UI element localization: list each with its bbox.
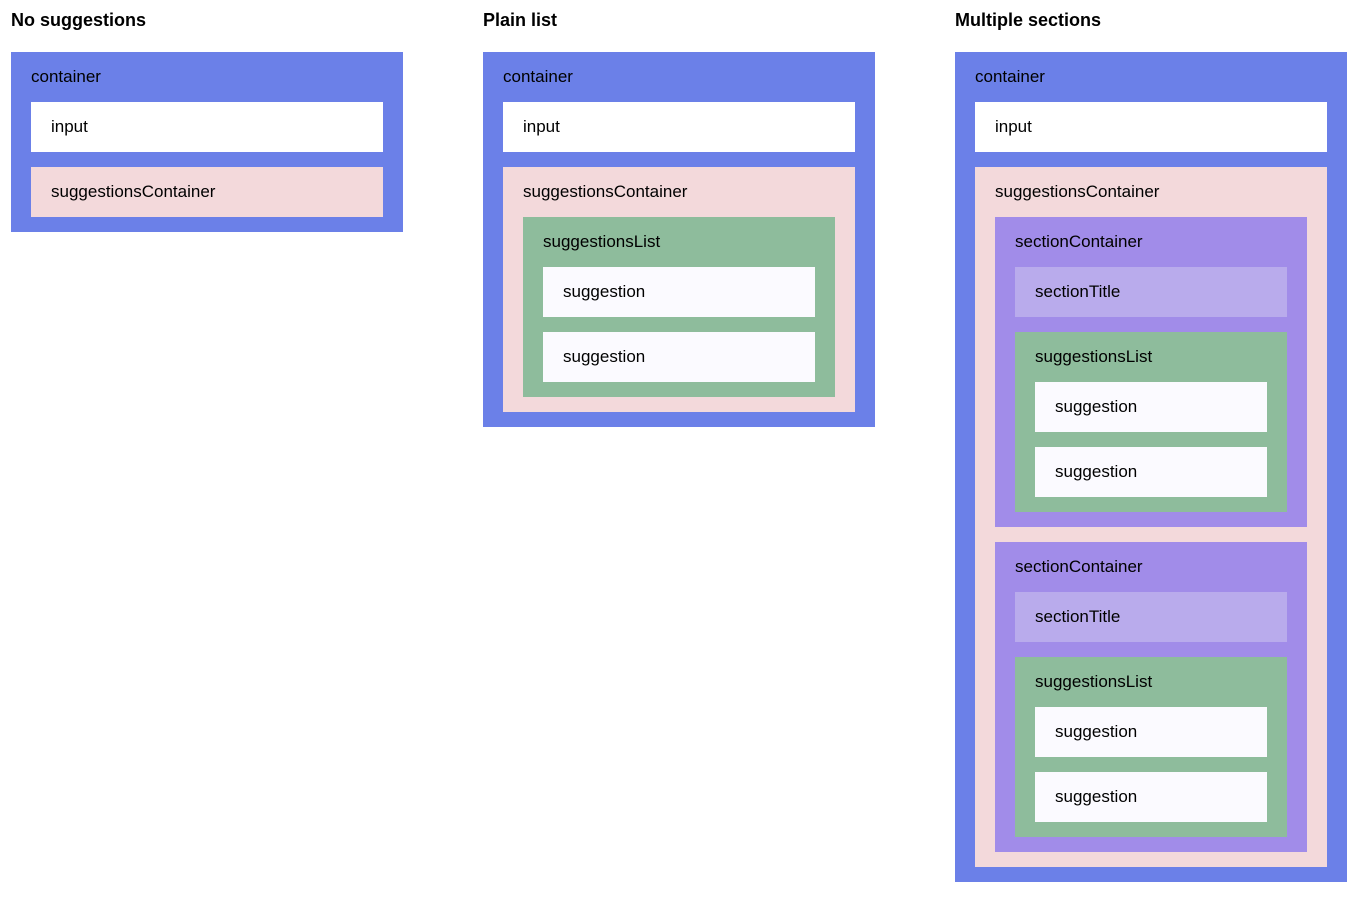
section-title-label: sectionTitle	[1035, 607, 1121, 626]
suggestions-list-label: suggestionsList	[543, 232, 661, 251]
input-box: input	[503, 102, 855, 152]
container-box: container input suggestionsContainer sug…	[483, 52, 875, 427]
suggestions-list-label: suggestionsList	[1035, 672, 1153, 691]
column-no-suggestions: No suggestions container input suggestio…	[11, 10, 403, 232]
suggestion-label: suggestion	[563, 347, 646, 366]
suggestions-container-box: suggestionsContainer sectionContainer se…	[975, 167, 1327, 867]
suggestions-container-label: suggestionsContainer	[51, 182, 216, 201]
suggestion-box: suggestion	[543, 332, 815, 382]
input-label: input	[51, 117, 88, 136]
suggestion-box: suggestion	[1035, 447, 1267, 497]
input-box: input	[31, 102, 383, 152]
column-multiple-sections: Multiple sections container input sugges…	[955, 10, 1347, 882]
suggestions-container-label: suggestionsContainer	[995, 182, 1160, 201]
input-box: input	[975, 102, 1327, 152]
container-label: container	[31, 67, 101, 86]
suggestions-list-box: suggestionsList suggestion suggestion	[523, 217, 835, 397]
container-label: container	[503, 67, 573, 86]
section-container-label: sectionContainer	[1015, 557, 1143, 576]
suggestion-box: suggestion	[1035, 382, 1267, 432]
suggestion-label: suggestion	[563, 282, 646, 301]
suggestions-list-box: suggestionsList suggestion suggestion	[1015, 657, 1287, 837]
input-label: input	[523, 117, 560, 136]
container-label: container	[975, 67, 1045, 86]
suggestions-list-label: suggestionsList	[1035, 347, 1153, 366]
suggestions-list-box: suggestionsList suggestion suggestion	[1015, 332, 1287, 512]
suggestion-label: suggestion	[1055, 787, 1138, 806]
section-title-box: sectionTitle	[1015, 592, 1287, 642]
suggestion-box: suggestion	[1035, 772, 1267, 822]
column-heading: Multiple sections	[955, 10, 1102, 30]
suggestion-label: suggestion	[1055, 397, 1138, 416]
column-heading: Plain list	[483, 10, 558, 30]
suggestions-container-box: suggestionsContainer	[31, 167, 383, 217]
section-container-label: sectionContainer	[1015, 232, 1143, 251]
suggestion-box: suggestion	[1035, 707, 1267, 757]
container-box: container input suggestionsContainer	[11, 52, 403, 232]
suggestion-label: suggestion	[1055, 722, 1138, 741]
suggestion-label: suggestion	[1055, 462, 1138, 481]
column-heading: No suggestions	[11, 10, 147, 30]
column-plain-list: Plain list container input suggestionsCo…	[483, 10, 875, 427]
section-title-box: sectionTitle	[1015, 267, 1287, 317]
suggestion-box: suggestion	[543, 267, 815, 317]
suggestions-container-box: suggestionsContainer suggestionsList sug…	[503, 167, 855, 412]
input-label: input	[995, 117, 1032, 136]
section-container-box: sectionContainer sectionTitle suggestion…	[995, 542, 1307, 852]
suggestions-container-label: suggestionsContainer	[523, 182, 688, 201]
container-box: container input suggestionsContainer sec…	[955, 52, 1347, 882]
section-title-label: sectionTitle	[1035, 282, 1121, 301]
section-container-box: sectionContainer sectionTitle suggestion…	[995, 217, 1307, 527]
